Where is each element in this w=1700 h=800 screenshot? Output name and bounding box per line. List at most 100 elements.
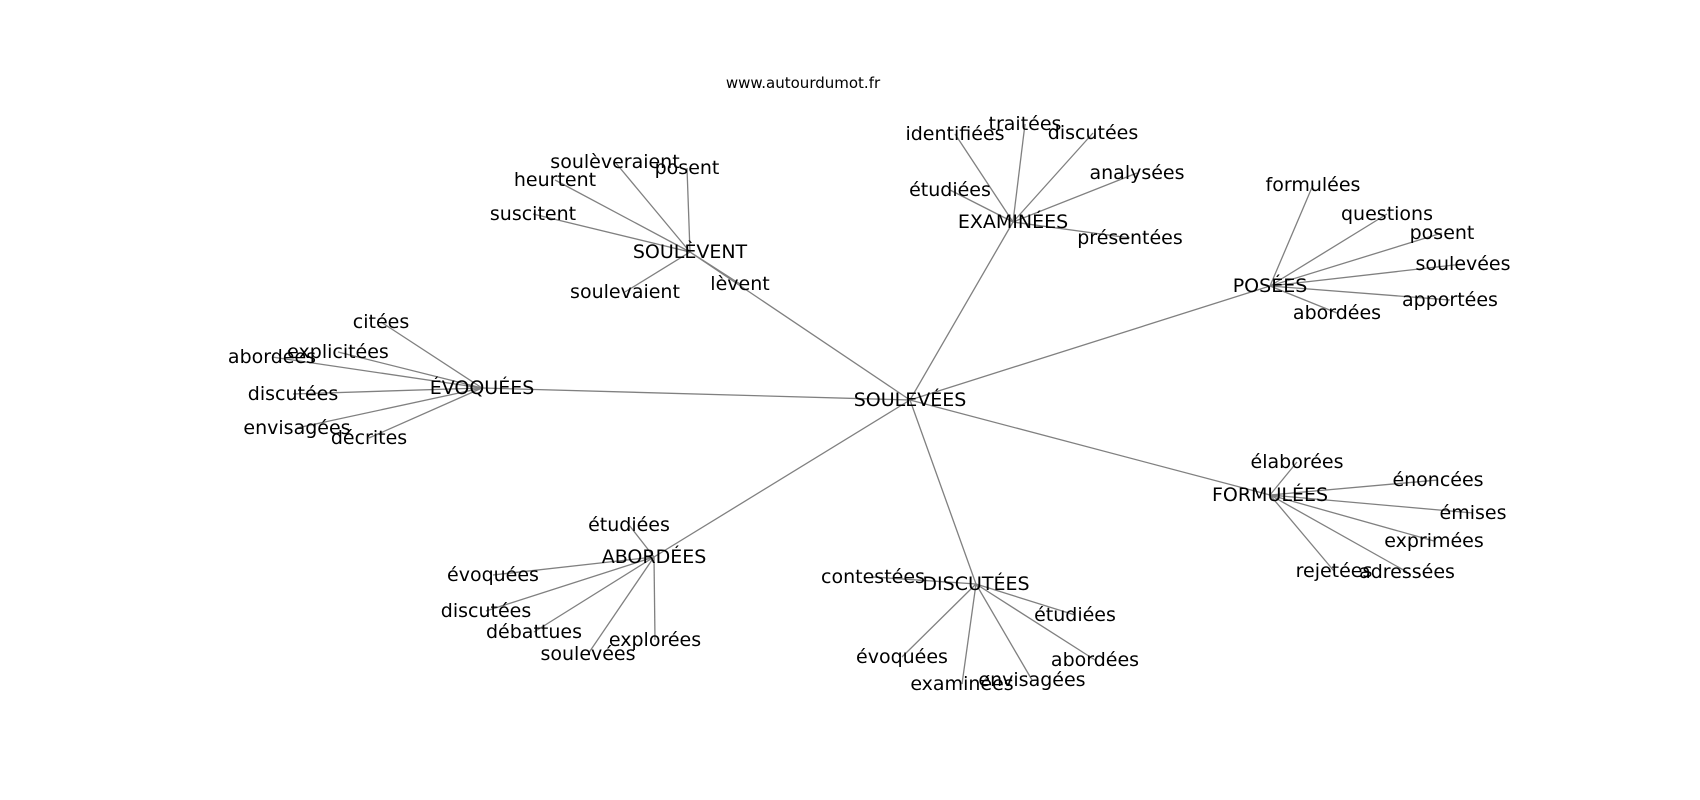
leaf-node-formulees[interactable]: formulées bbox=[1266, 174, 1361, 196]
leaf-node-abordees[interactable]: abordées bbox=[228, 346, 316, 368]
edge-examinees-identifiees bbox=[954, 133, 1014, 223]
edge-discutees-evoquees bbox=[901, 583, 977, 658]
edge-discutees-envisagees bbox=[975, 583, 1033, 681]
edge-evoquees-decrites bbox=[368, 387, 483, 439]
edge-abordees-etudiees bbox=[628, 524, 655, 558]
leaf-node-etudiees[interactable]: étudiées bbox=[1034, 604, 1116, 626]
leaf-node-soulevees[interactable]: soulevées bbox=[1415, 253, 1510, 275]
edge-soulevees-examinees bbox=[909, 221, 1014, 401]
edge-soulevees-soulevent bbox=[689, 251, 911, 401]
leaf-node-discutees[interactable]: discutées bbox=[248, 383, 338, 405]
edge-abordees-explorees bbox=[653, 556, 656, 641]
leaf-node-envisagees[interactable]: envisagées bbox=[243, 417, 350, 439]
edge-soulevent-heurtent bbox=[554, 179, 691, 253]
edge-formulees-rejetees bbox=[1269, 494, 1335, 572]
leaf-node-soulevaient[interactable]: soulevaient bbox=[570, 281, 680, 303]
leaf-node-discutees[interactable]: discutées bbox=[1048, 122, 1138, 144]
edge-discutees-contestees bbox=[872, 576, 977, 585]
leaf-node-abordees[interactable]: abordées bbox=[1051, 649, 1139, 671]
edge-formulees-adressees bbox=[1269, 494, 1408, 573]
leaf-node-posent[interactable]: posent bbox=[1410, 222, 1475, 244]
hub-node-discutees[interactable]: DISCUTÉES bbox=[922, 572, 1029, 595]
edges-layer bbox=[271, 123, 1474, 685]
leaf-node-etudiees[interactable]: étudiées bbox=[588, 514, 670, 536]
leaf-node-presentees[interactable]: présentées bbox=[1077, 227, 1183, 249]
edge-formulees-exprimees bbox=[1269, 494, 1435, 542]
leaf-node-traitees[interactable]: traitées bbox=[989, 113, 1062, 135]
edge-posees-abordees bbox=[1269, 285, 1338, 314]
edge-formulees-emises bbox=[1269, 494, 1474, 514]
leaf-node-contestees[interactable]: contestées bbox=[821, 566, 925, 588]
leaf-node-evoquees[interactable]: évoquées bbox=[447, 564, 539, 586]
edge-soulevees-posees bbox=[909, 285, 1271, 401]
leaf-node-levent[interactable]: lèvent bbox=[710, 273, 769, 295]
root-node-soulevees[interactable]: SOULEVÉES bbox=[854, 388, 967, 411]
edge-discutees-etudiees bbox=[975, 583, 1076, 616]
edge-formulees-elaborees bbox=[1269, 461, 1298, 496]
leaf-node-exprimees[interactable]: exprimées bbox=[1384, 530, 1484, 552]
hub-node-soulevent[interactable]: SOULÈVENT bbox=[633, 240, 748, 263]
leaf-node-soulevees[interactable]: soulevées bbox=[540, 643, 635, 665]
edge-soulevees-formulees bbox=[909, 399, 1271, 496]
leaf-node-questions[interactable]: questions bbox=[1341, 203, 1433, 225]
leaf-node-rejetees[interactable]: rejetées bbox=[1296, 560, 1373, 582]
leaf-node-apportees[interactable]: apportées bbox=[1402, 289, 1498, 311]
edge-examinees-analysees bbox=[1012, 172, 1138, 223]
leaf-node-explicitees[interactable]: explicitées bbox=[287, 341, 389, 363]
edge-soulevent-suscitent bbox=[532, 213, 691, 253]
leaf-node-souleveraient[interactable]: soulèveraient bbox=[550, 151, 679, 173]
edge-evoquees-explicitees bbox=[337, 351, 483, 389]
leaf-node-adressees[interactable]: adressées bbox=[1359, 561, 1455, 583]
edge-evoquees-citees bbox=[380, 321, 483, 389]
edge-soulevent-levent bbox=[689, 251, 741, 285]
leaf-node-enoncees[interactable]: énoncées bbox=[1392, 469, 1483, 491]
hub-node-examinees[interactable]: EXAMINÉES bbox=[958, 210, 1068, 233]
leaf-node-debattues[interactable]: débattues bbox=[486, 621, 582, 643]
edge-evoquees-envisagees bbox=[296, 387, 483, 429]
edge-soulevent-souleveraient bbox=[614, 161, 691, 253]
edge-examinees-traitees bbox=[1012, 123, 1026, 223]
leaf-node-citees[interactable]: citées bbox=[353, 311, 409, 333]
leaf-node-suscitent[interactable]: suscitent bbox=[490, 203, 576, 225]
edge-soulevees-evoquees bbox=[481, 387, 911, 401]
leaf-node-posent[interactable]: posent bbox=[655, 157, 720, 179]
edge-examinees-etudiees bbox=[949, 189, 1014, 223]
edge-posees-formulees bbox=[1269, 184, 1314, 287]
leaf-node-examinees[interactable]: examinées bbox=[910, 673, 1013, 695]
edge-soulevees-abordees bbox=[653, 399, 911, 558]
edge-evoquees-abordees bbox=[271, 356, 483, 389]
edge-abordees-debattues bbox=[533, 556, 655, 633]
edge-soulevent-soulevaient bbox=[624, 251, 691, 293]
edge-abordees-discutees bbox=[485, 556, 655, 612]
leaf-node-decrites[interactable]: décrites bbox=[331, 427, 407, 449]
source-label: www.autourdumot.fr bbox=[726, 74, 881, 92]
hub-node-abordees[interactable]: ABORDÉES bbox=[602, 545, 707, 568]
leaf-node-explorees[interactable]: explorées bbox=[609, 629, 701, 651]
leaf-node-discutees[interactable]: discutées bbox=[441, 600, 531, 622]
edge-formulees-enoncees bbox=[1269, 479, 1439, 496]
leaf-node-identifiees[interactable]: identifiées bbox=[905, 123, 1004, 145]
leaf-node-etudiees[interactable]: étudiées bbox=[909, 179, 991, 201]
leaf-node-abordees[interactable]: abordées bbox=[1293, 302, 1381, 324]
edge-soulevent-posent bbox=[686, 167, 691, 253]
hub-node-posees[interactable]: POSÉES bbox=[1233, 274, 1308, 297]
hub-node-formulees[interactable]: FORMULÉES bbox=[1212, 483, 1328, 506]
edge-evoquees-discutees bbox=[292, 387, 483, 395]
leaf-node-envisagees[interactable]: envisagées bbox=[978, 669, 1085, 691]
edge-abordees-soulevees bbox=[587, 556, 655, 655]
edge-discutees-examinees bbox=[961, 583, 977, 685]
edge-posees-soulevees bbox=[1269, 263, 1464, 287]
leaf-node-emises[interactable]: émises bbox=[1440, 502, 1507, 524]
edge-soulevees-discutees bbox=[909, 399, 977, 585]
hub-node-evoquees[interactable]: ÉVOQUÉES bbox=[430, 376, 535, 399]
edge-posees-questions bbox=[1269, 213, 1388, 287]
edge-abordees-evoquees bbox=[492, 556, 655, 576]
leaf-node-elaborees[interactable]: élaborées bbox=[1251, 451, 1344, 473]
leaf-node-heurtent[interactable]: heurtent bbox=[514, 169, 596, 191]
leaf-node-evoquees[interactable]: évoquées bbox=[856, 646, 948, 668]
leaf-node-analysees[interactable]: analysées bbox=[1089, 162, 1184, 184]
edge-examinees-discutees bbox=[1012, 132, 1094, 223]
edge-posees-apportees bbox=[1269, 285, 1451, 301]
